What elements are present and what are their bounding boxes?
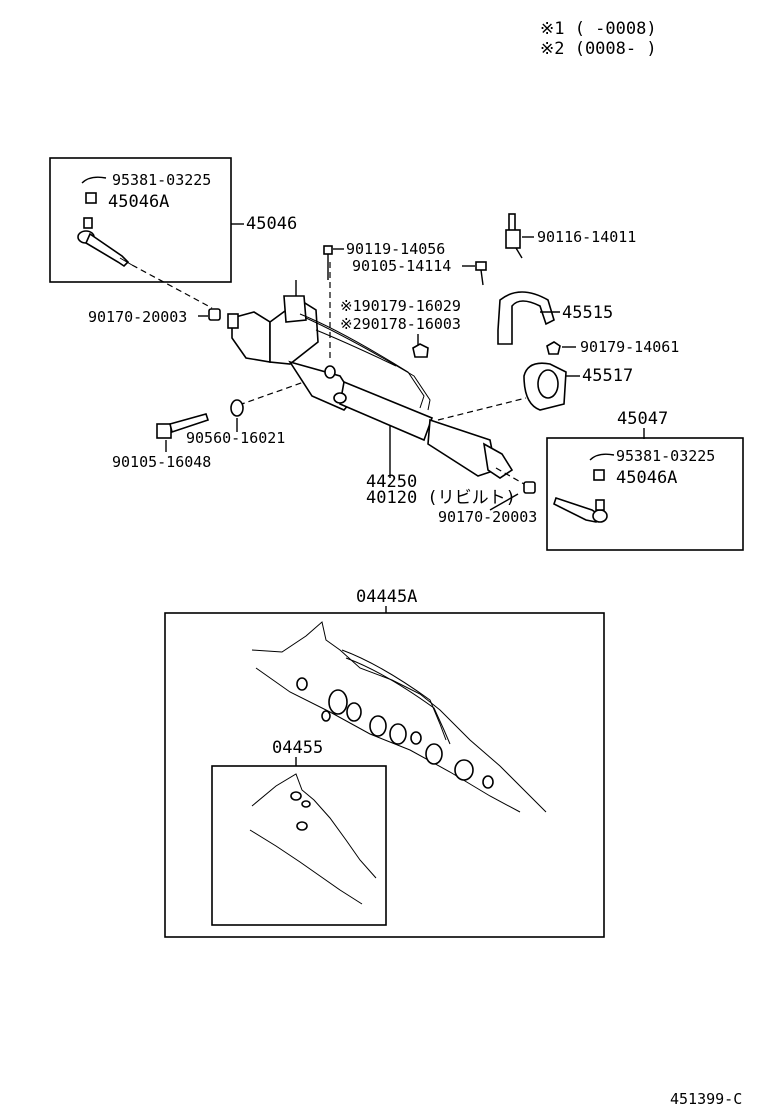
legend-row-1: ※1 ( -0008): [540, 19, 657, 39]
nut-90170-right-icon: [523, 481, 536, 494]
label-95381-03225-right[interactable]: 95381-03225: [616, 447, 715, 465]
label-45046[interactable]: 45046: [246, 214, 297, 234]
steering-rack-icon: [227, 280, 514, 479]
washer-90560-icon: [230, 399, 244, 417]
label-04445A[interactable]: 04445A: [356, 587, 417, 607]
label-90560-16021[interactable]: 90560-16021: [186, 429, 285, 447]
bolt-90116-icon: [505, 213, 523, 259]
nut-right-icon: [593, 469, 605, 481]
legend-row-2: ※2 (0008- ): [540, 39, 657, 59]
nut-90170-left-icon: [208, 308, 221, 321]
washer-icon: [81, 176, 107, 184]
nut-icon: [85, 192, 97, 204]
bolt-90105-16048-icon: [156, 413, 210, 439]
label-90170-20003-right[interactable]: 90170-20003: [438, 508, 537, 526]
label-90116-14011[interactable]: 90116-14011: [537, 228, 636, 246]
footer-code: 451399-C: [670, 1090, 742, 1108]
label-45046A-right[interactable]: 45046A: [616, 468, 677, 488]
gasket-kit-icon: [251, 621, 547, 813]
label-04455[interactable]: 04455: [272, 738, 323, 758]
label-44250[interactable]: 44250: [366, 472, 417, 492]
tie-rod-end-left-icon: [77, 217, 133, 268]
tie-rod-box-left: [49, 157, 232, 283]
label-45047[interactable]: 45047: [617, 409, 668, 429]
bracket-45515-icon: [497, 291, 555, 345]
bushing-45517-icon: [523, 362, 567, 411]
label-45515[interactable]: 45515: [562, 303, 613, 323]
bolt-90119-icon: [323, 245, 333, 280]
label-45517[interactable]: 45517: [582, 366, 633, 386]
label-40120[interactable]: 40120 (リビルト): [366, 488, 516, 508]
label-90179-14061[interactable]: 90179-14061: [580, 338, 679, 356]
label-95381-03225-left[interactable]: 95381-03225: [112, 171, 211, 189]
label-90179-16029[interactable]: ※190179-16029: [340, 297, 461, 315]
label-45046A-left[interactable]: 45046A: [108, 192, 169, 212]
tie-rod-box-right: [546, 437, 744, 551]
seal-kit-icon: [249, 773, 377, 905]
label-90105-16048[interactable]: 90105-16048: [112, 453, 211, 471]
kit-04455-box: [211, 765, 387, 926]
kit-04445A-box: [164, 612, 605, 938]
nut-419-icon: [412, 343, 429, 358]
nut-90179-14061-icon: [546, 341, 561, 355]
label-90105-14114[interactable]: 90105-14114: [352, 257, 451, 275]
label-90119-14056[interactable]: 90119-14056: [346, 240, 445, 258]
label-90170-20003-left[interactable]: 90170-20003: [88, 308, 187, 326]
washer-right-icon: [589, 453, 615, 461]
bolt-90105-14114-icon: [475, 261, 487, 286]
label-90178-16003[interactable]: ※290178-16003: [340, 315, 461, 333]
tie-rod-end-right-icon: [553, 496, 608, 523]
